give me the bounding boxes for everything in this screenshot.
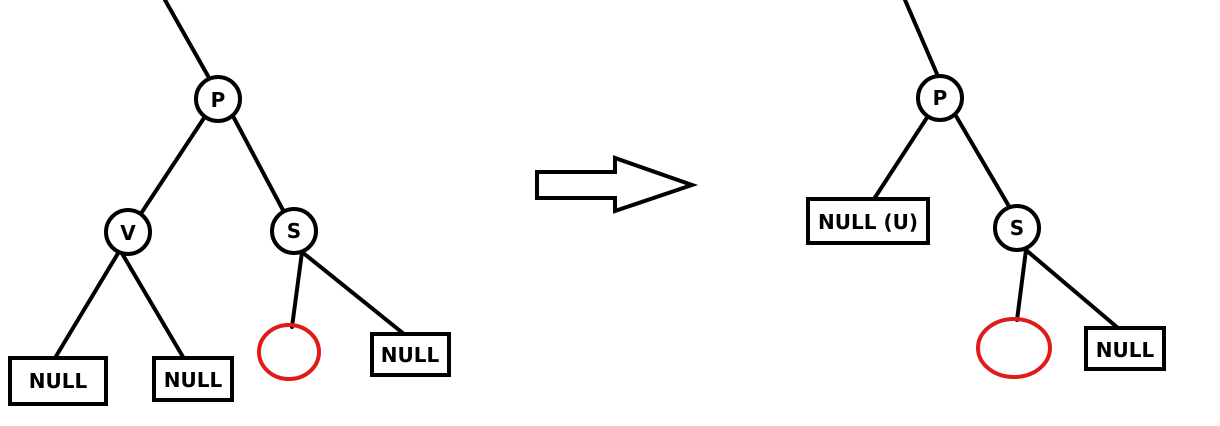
node-p-after-label: P xyxy=(933,86,948,110)
sibling-null-leaf-after-label: NULL xyxy=(1096,338,1155,362)
edge-p-to-null-u xyxy=(872,114,930,201)
highlighted-child-circle xyxy=(257,323,321,381)
null-u-leaf-label: NULL (U) xyxy=(818,210,918,234)
edge-p-to-s-after xyxy=(954,114,1012,210)
node-p-label: P xyxy=(211,88,226,112)
edge-p-to-s xyxy=(232,116,286,214)
after-tree: P NULL (U) S NULL xyxy=(806,0,1166,379)
node-v-label: V xyxy=(120,221,136,245)
null-u-leaf: NULL (U) xyxy=(806,197,930,245)
edge-p-to-v xyxy=(140,116,206,214)
node-s-after-label: S xyxy=(1010,216,1024,240)
highlighted-child-circle-after xyxy=(976,317,1052,379)
null-leaf-left-label: NULL xyxy=(29,369,88,393)
node-v: V xyxy=(104,208,152,256)
null-leaf-right-label: NULL xyxy=(164,368,223,392)
node-p-after: P xyxy=(916,74,964,122)
edge-root-to-p-after xyxy=(903,0,939,76)
edge-root-to-p xyxy=(163,0,210,78)
transformation-arrow xyxy=(535,155,699,214)
edge-s-to-red-child-after xyxy=(1015,248,1028,322)
edge-s-to-null xyxy=(300,250,406,336)
node-s: S xyxy=(270,207,318,255)
node-s-after: S xyxy=(993,204,1041,252)
sibling-null-leaf-label: NULL xyxy=(381,343,440,367)
edge-v-to-null-right xyxy=(118,248,188,364)
edge-s-to-red-child xyxy=(290,250,304,329)
null-leaf-left: NULL xyxy=(8,356,108,406)
sibling-null-leaf-after: NULL xyxy=(1084,326,1166,371)
sibling-null-leaf: NULL xyxy=(370,332,451,377)
node-s-label: S xyxy=(287,219,301,243)
before-tree: P V S NULL NULL NULL xyxy=(8,0,451,406)
node-p: P xyxy=(194,75,242,123)
edge-s-to-null-after xyxy=(1024,248,1120,330)
null-leaf-right: NULL xyxy=(152,356,234,402)
edge-v-to-null-left xyxy=(53,248,122,360)
